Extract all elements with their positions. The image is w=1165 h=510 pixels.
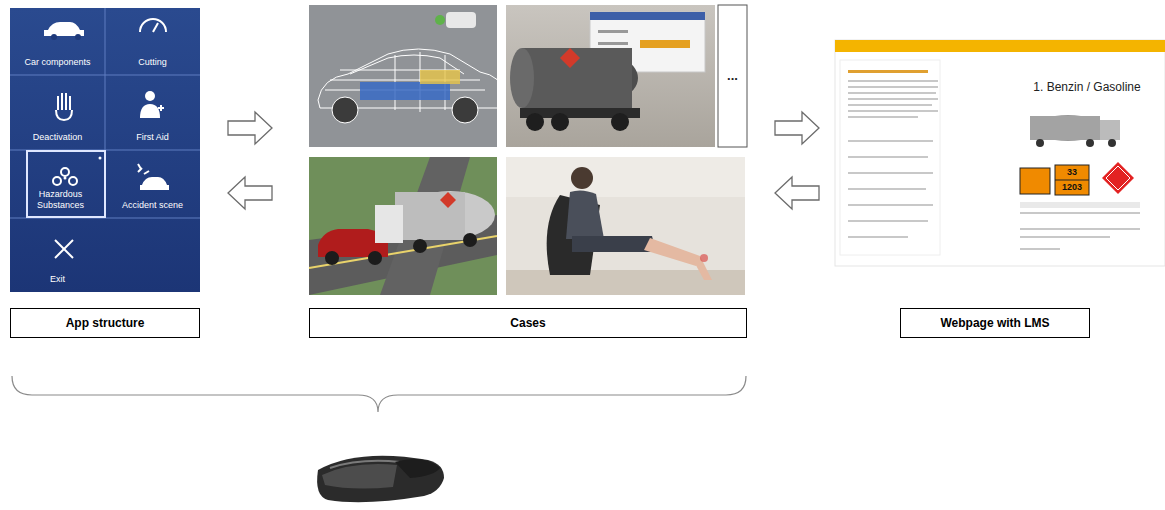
- more-indicator: ...: [718, 68, 747, 83]
- caption-box: App structure: [10, 308, 200, 338]
- node-text: Webpage with LMS: [940, 316, 1049, 330]
- caption-box: Webpage with LMS: [900, 308, 1090, 338]
- node-text: Car components: [24, 57, 90, 68]
- node-text: Accident scene: [122, 200, 183, 211]
- tanker-truck-image: [506, 5, 715, 147]
- node-text: App structure: [66, 316, 145, 330]
- node-text: Cutting: [138, 57, 167, 68]
- wireframe-car-image: [309, 5, 504, 147]
- node-text: Exit: [50, 274, 65, 285]
- menu-tile: Car components: [10, 8, 105, 75]
- menu-tile: Accident scene: [105, 150, 200, 218]
- menu-tile: Deactivation: [10, 75, 105, 150]
- node-text: Hazardous Substances: [14, 189, 107, 211]
- more-box: [718, 5, 747, 147]
- node-text: Deactivation: [33, 132, 83, 143]
- grouping-bracket: [12, 376, 746, 412]
- accident-scene-image: [309, 157, 497, 295]
- hazard-number: 33: [1055, 167, 1089, 178]
- node-text: Cases: [510, 316, 545, 330]
- first-aid-patient-image: [506, 157, 745, 295]
- node-text: First Aid: [136, 132, 169, 143]
- menu-tile: First Aid: [105, 75, 200, 150]
- caption-box: Cases: [309, 308, 747, 338]
- menu-tile: Exit: [10, 218, 105, 292]
- lms-webpage-screenshot: [835, 40, 1165, 266]
- menu-tile: Hazardous Substances: [10, 150, 111, 218]
- hololens-headset: [317, 456, 444, 502]
- un-number: 1203: [1055, 182, 1089, 193]
- app-menu-panel: [10, 8, 200, 292]
- menu-tile: Cutting: [105, 8, 200, 75]
- page-heading: 1. Benzin / Gasoline: [1022, 80, 1152, 94]
